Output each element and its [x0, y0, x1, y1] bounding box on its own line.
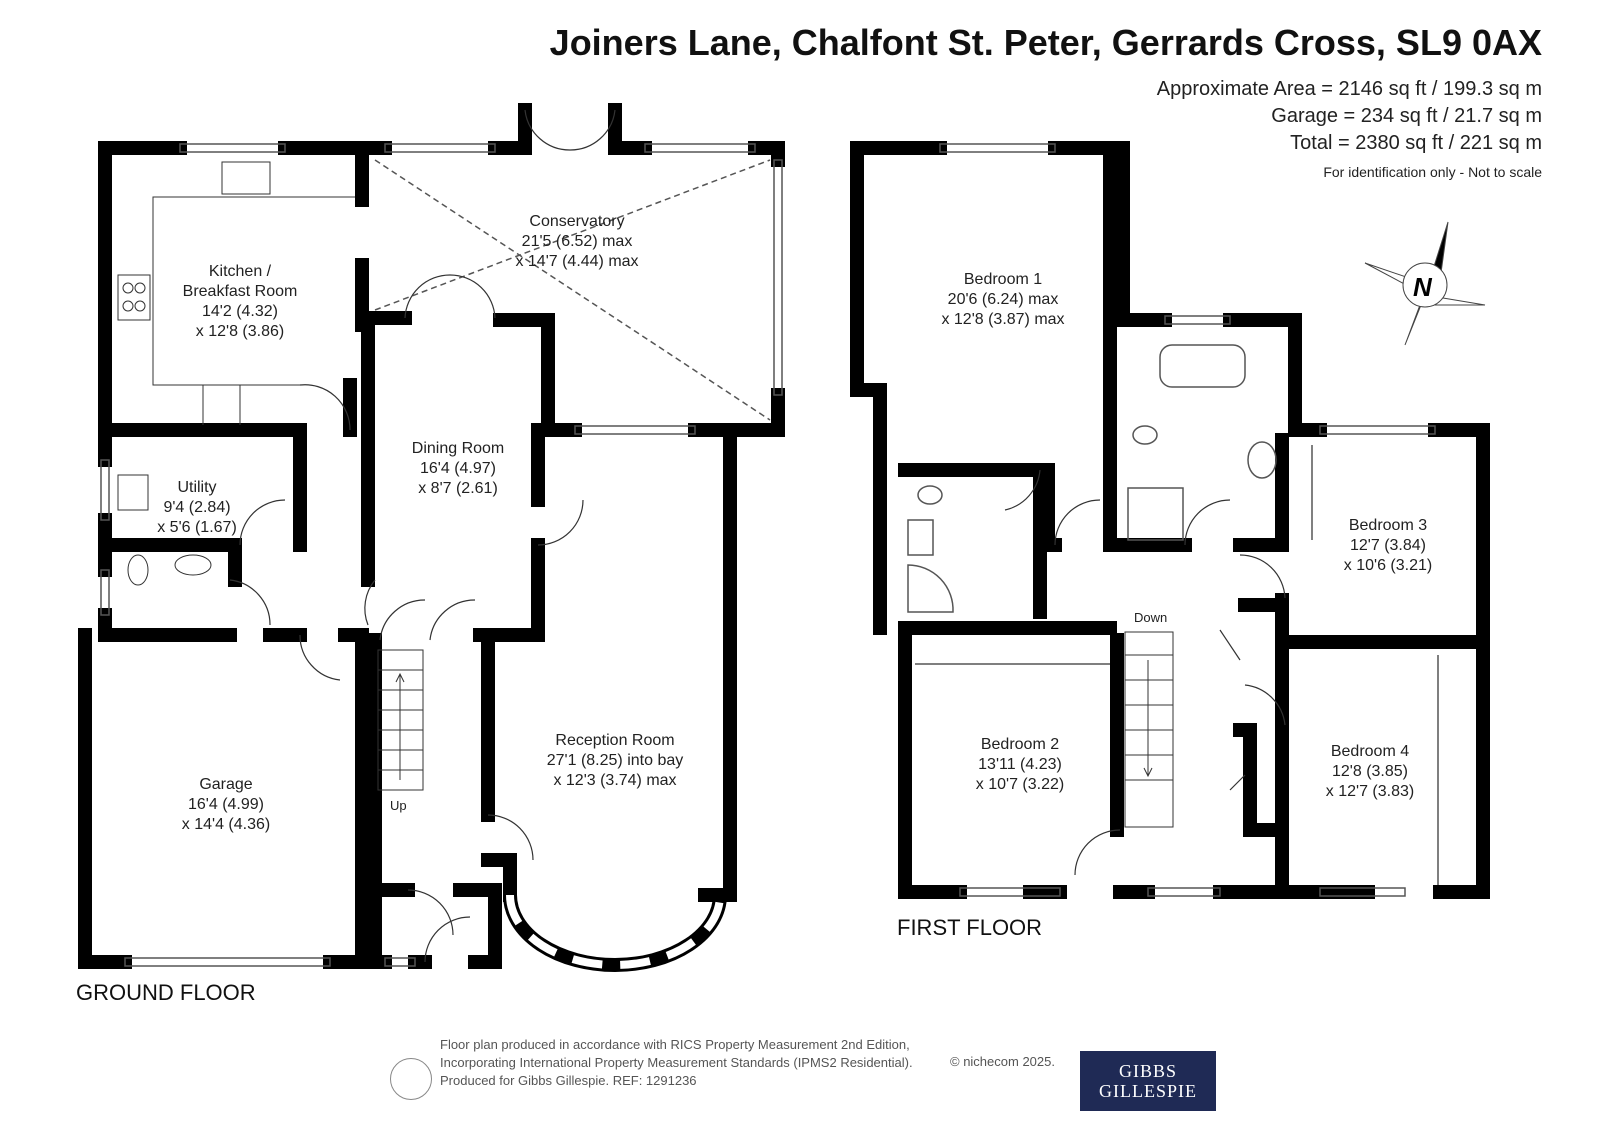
stairs-ground	[377, 649, 424, 791]
compass-label: N	[1413, 272, 1433, 302]
footer-line: Floor plan produced in accordance with R…	[440, 1037, 910, 1052]
logo-line: GILLESPIE	[1099, 1081, 1197, 1101]
first-floor-doors	[1004, 469, 1286, 876]
room-dining: Dining Room 16'4 (4.97) x 8'7 (2.61)	[412, 439, 504, 499]
room-reception: Reception Room 27'1 (8.25) into bay x 12…	[547, 731, 683, 791]
ipms-person-icon	[390, 1058, 432, 1100]
room-dimension: 27'1 (8.25) into bay	[546, 752, 684, 769]
room-dimension: 14'2 (4.32)	[202, 303, 278, 320]
room-name: Bedroom 1	[963, 271, 1043, 288]
room-dimension: x 12'8 (3.86)	[195, 323, 285, 340]
room-name: Conservatory	[529, 213, 625, 230]
footer-notes: Floor plan produced in accordance with R…	[440, 1036, 913, 1090]
room-name: Garage	[199, 776, 253, 793]
room-dimension: x 10'6 (3.21)	[1343, 557, 1433, 574]
room-dimension: x 12'7 (3.83)	[1325, 783, 1415, 800]
room-dimension: 20'6 (6.24) max	[947, 291, 1059, 308]
stairs-down-label: Down	[1134, 610, 1168, 625]
room-name: Bedroom 3	[1348, 517, 1428, 534]
room-garage: Garage 16'4 (4.99) x 14'4 (4.36)	[182, 775, 270, 835]
room-dimension: x 14'4 (4.36)	[181, 816, 271, 833]
room-name: Kitchen /	[208, 263, 272, 280]
room-name: Bedroom 2	[980, 736, 1060, 753]
room-conservatory: Conservatory 21'5 (6.52) max x 14'7 (4.4…	[515, 212, 638, 272]
room-dimension: 13'11 (4.23)	[978, 756, 1062, 773]
kitchen-fittings	[117, 161, 355, 586]
compass-icon	[1364, 221, 1486, 346]
stairs-up-label: Up	[390, 798, 407, 813]
approximate-area: Approximate Area = 2146 sq ft / 199.3 sq…	[1156, 78, 1542, 100]
copyright: © nichecom 2025.	[950, 1054, 1055, 1069]
ground-floor-walls	[78, 103, 785, 969]
room-dimension: x 14'7 (4.44) max	[515, 253, 639, 270]
room-bedroom-3: Bedroom 3 12'7 (3.84) x 10'6 (3.21)	[1344, 516, 1432, 576]
logo-line: GIBBS	[1118, 1061, 1177, 1081]
stairs-first	[1124, 631, 1174, 828]
room-dimension: 16'4 (4.99)	[188, 796, 264, 813]
ground-floor-label: GROUND FLOOR	[76, 980, 256, 1005]
garage-area: Garage = 234 sq ft / 21.7 sq m	[1271, 105, 1542, 127]
ground-floor-windows	[100, 143, 783, 967]
room-bedroom-4: Bedroom 4 12'8 (3.85) x 12'7 (3.83)	[1326, 742, 1414, 802]
room-dimension: x 12'3 (3.74) max	[553, 772, 677, 789]
room-dimension: 21'5 (6.52) max	[521, 233, 633, 250]
doors	[229, 109, 616, 963]
first-floor-label: FIRST FLOOR	[897, 915, 1043, 940]
room-bedroom-2: Bedroom 2 13'11 (4.23) x 10'7 (3.22)	[976, 735, 1064, 795]
room-dimension: 9'4 (2.84)	[163, 499, 231, 516]
agent-logo: GIBBS GILLESPIE	[1080, 1051, 1216, 1111]
room-name: Utility	[177, 479, 217, 496]
disclaimer: For identification only - Not to scale	[1323, 164, 1542, 180]
room-dimension: x 8'7 (2.61)	[418, 480, 498, 497]
footer-line: Produced for Gibbs Gillespie. REF: 12912…	[440, 1073, 697, 1088]
room-kitchen: Kitchen / Breakfast Room 14'2 (4.32) x 1…	[183, 262, 298, 342]
room-dimension: x 5'6 (1.67)	[157, 519, 237, 536]
room-bedroom-1: Bedroom 1 20'6 (6.24) max x 12'8 (3.87) …	[941, 270, 1064, 330]
room-dimension: x 10'7 (3.22)	[975, 776, 1065, 793]
room-name-2: Breakfast Room	[182, 283, 298, 300]
room-utility: Utility 9'4 (2.84) x 5'6 (1.67)	[157, 478, 237, 538]
room-dimension: 16'4 (4.97)	[419, 460, 496, 477]
first-floor-windows	[907, 143, 1439, 897]
room-name: Dining Room	[411, 440, 505, 457]
footer-line: Incorporating International Property Mea…	[440, 1055, 913, 1070]
bay-window	[503, 894, 727, 972]
address-title: Joiners Lane, Chalfont St. Peter, Gerrar…	[549, 22, 1542, 63]
room-dimension: x 12'8 (3.87) max	[941, 311, 1065, 328]
room-name: Bedroom 4	[1330, 743, 1410, 760]
room-dimension: 12'7 (3.84)	[1350, 537, 1426, 554]
room-name: Reception Room	[555, 732, 675, 749]
total-area: Total = 2380 sq ft / 221 sq m	[1290, 132, 1542, 154]
room-dimension: 12'8 (3.85)	[1332, 763, 1408, 780]
